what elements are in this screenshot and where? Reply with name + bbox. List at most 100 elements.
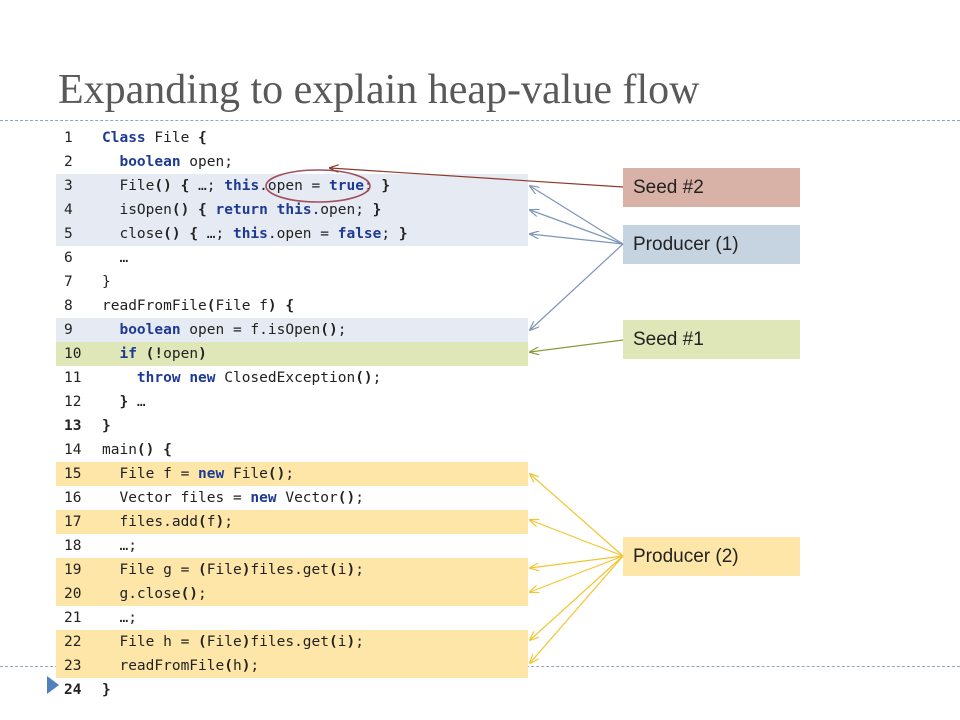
code-text: Vector files = new Vector(); [102,486,364,510]
code-token: () [267,466,286,482]
line-number: 5 [64,226,73,242]
code-token: ) [267,298,277,314]
code-token: … [128,394,146,410]
code-token: ; [372,370,382,386]
seed-2-label: Seed #2 [623,168,800,207]
code-line-12: 12 } … [56,390,528,414]
bullet-triangle-icon [47,676,59,694]
code-token: ; [355,490,364,506]
code-text: if (!open) [102,342,207,366]
code-line-1: 1 Class File { [56,126,528,150]
code-token: ( [329,634,338,650]
code-line-9: 9 boolean open = f.isOpen(); [56,318,528,342]
producer-1-arrow-line-4 [530,210,624,245]
code-token: ( [198,514,207,530]
producer-1-arrow-line-9 [530,243,624,330]
code-token: … [102,250,129,266]
code-text: } … [102,390,146,414]
line-number: 12 [64,394,82,410]
producer-2-label: Producer (2) [623,537,800,576]
producer-2-arrow-line-20 [530,555,624,592]
code-line-10: 10 if (!open) [56,342,528,366]
code-token: f [206,514,216,530]
code-text: close() { …; this.open = false; } [102,222,408,246]
line-number: 16 [64,490,82,506]
code-text: readFromFile(h); [102,654,259,678]
code-keyword: true [329,178,364,194]
code-token: main [102,442,137,458]
code-token: File [206,634,242,650]
code-token: } [398,226,408,242]
code-text: …; [102,534,137,558]
code-text: files.add(f); [102,510,233,534]
code-text: Class File { [102,126,207,150]
seed-1-arrow [530,339,624,352]
line-number: 24 [64,682,82,698]
code-token: open [163,346,199,362]
producer-2-arrow-line-17 [530,520,624,557]
code-text: File g = (File)files.get(i); [102,558,363,582]
code-listing: 1 Class File { 2 boolean open; 3 File() { …… [56,126,528,702]
producer-2-arrow-line-19 [530,555,624,568]
code-text: File h = (File)files.get(i); [102,630,364,654]
code-keyword: new [189,370,216,386]
code-token: (! [145,346,164,362]
code-line-23: 23 readFromFile(h); [56,654,528,678]
code-line-13: 13} [56,414,528,438]
code-token: ) [198,346,207,362]
line-number: 8 [64,298,73,314]
line-number: 9 [64,322,73,338]
line-number: 1 [64,130,73,146]
code-token: ClosedException [215,370,356,386]
code-line-4: 4 isOpen() { return this.open; } [56,198,528,222]
code-keyword: boolean [119,322,181,338]
producer-1-arrow-line-5 [530,234,624,245]
code-token: isOpen [102,202,172,218]
code-line-11: 11 throw new ClosedException(); [56,366,528,390]
this-open-highlight-ellipse [265,169,371,203]
line-number: 7 [64,274,73,290]
code-token: ; [355,634,364,650]
line-number: 6 [64,250,73,266]
code-text: } [102,270,111,294]
code-token: File [102,178,155,194]
code-token: ( [224,658,233,674]
code-token: File h = [102,634,199,650]
code-token: ( [329,562,338,578]
code-token: () [163,226,181,242]
code-token: } [102,274,111,290]
code-token: ) [215,514,225,530]
code-token: ( [198,634,207,650]
code-token: …; [102,538,137,554]
code-token: } [119,394,129,410]
code-token: Vector [276,490,338,506]
line-number: 18 [64,538,82,554]
code-token: i [337,634,347,650]
code-token: File f = [102,466,199,482]
line-number: 10 [64,346,82,362]
code-token: .open = [259,178,330,194]
line-number: 11 [64,370,82,386]
code-keyword: this [276,202,312,218]
code-token: files.get [250,634,329,650]
line-number: 2 [64,154,73,170]
code-token: File [145,130,199,146]
code-text: boolean open = f.isOpen(); [102,318,346,342]
code-text: } [102,414,111,438]
code-token: .open; [311,202,373,218]
code-text: throw new ClosedException(); [102,366,381,390]
code-token: ) [241,634,251,650]
code-token: ( [198,562,207,578]
code-token: { [180,178,190,194]
code-token: ) [346,634,356,650]
line-number: 23 [64,658,82,674]
line-number: 13 [64,418,82,434]
code-token: () [355,370,373,386]
code-text: main() { [102,438,172,462]
code-line-3: 3 File() { …; this.open = true; } [56,174,528,198]
code-keyword: boolean [119,154,181,170]
code-token: ( [206,298,216,314]
code-line-16: 16 Vector files = new Vector(); [56,486,528,510]
seed-2-arrow [330,168,624,188]
code-token: …; [198,226,233,242]
